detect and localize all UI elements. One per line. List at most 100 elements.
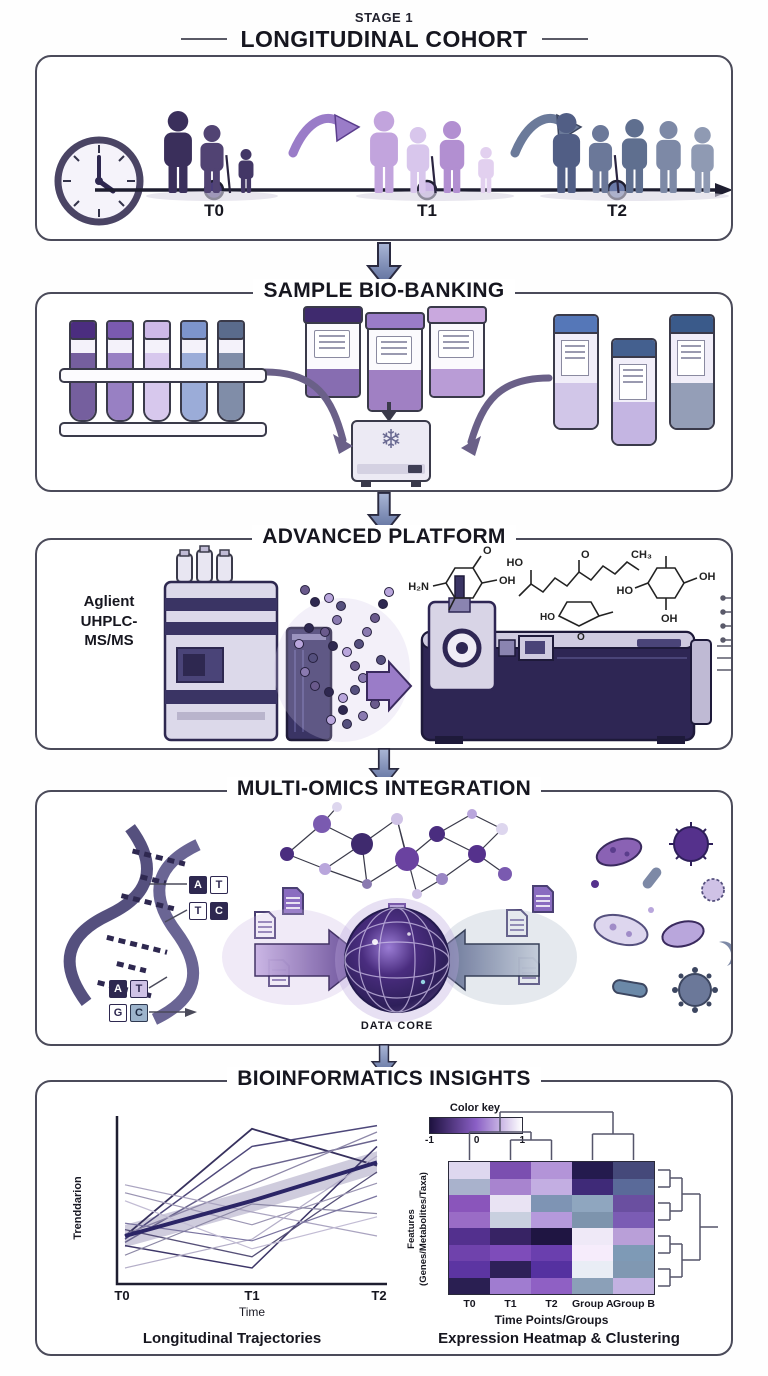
- rack-bar: [59, 368, 267, 383]
- heatmap-cell: [490, 1244, 531, 1261]
- panel-multi-omics-integration: MULTI-OMICS INTEGRATION: [35, 777, 733, 1046]
- heatmap-cell: [531, 1261, 572, 1278]
- molecule-bead: [342, 647, 352, 657]
- network-graph: [280, 802, 512, 899]
- heatmap-cell: [531, 1162, 572, 1179]
- heatmap-cell: [531, 1277, 572, 1294]
- microbes-illustration: [591, 822, 731, 1013]
- heatmap-cell: [490, 1178, 531, 1195]
- svg-text:HO: HO: [540, 612, 555, 623]
- sample-vial: [611, 338, 657, 446]
- heatmap-cell: [572, 1277, 613, 1294]
- base-pair-chip: T C: [189, 902, 228, 920]
- svg-text:HO: HO: [507, 557, 524, 569]
- svg-text:OH: OH: [699, 571, 716, 583]
- heatmap-cell: [572, 1261, 613, 1278]
- molecule-bead: [300, 667, 310, 677]
- data-core-label: DATA CORE: [360, 1020, 434, 1032]
- heatmap-cell: [490, 1277, 531, 1294]
- snowflake-icon: ❄: [380, 424, 402, 454]
- molecule-bead: [332, 615, 342, 625]
- stage-label: STAGE 1: [354, 10, 414, 25]
- person-figure: [691, 127, 714, 193]
- mass-spectrometer: [420, 575, 712, 744]
- heatmap-cell: [572, 1228, 613, 1245]
- heatmap-cell: [613, 1277, 654, 1294]
- detector-tower: [285, 626, 333, 742]
- heatmap-cell: [531, 1178, 572, 1195]
- chip-pointer-line: [148, 976, 168, 989]
- molecule-bead: [320, 627, 330, 637]
- svg-text:HO: HO: [617, 585, 634, 597]
- heatmap-cell: [449, 1178, 490, 1195]
- trajectory-line: [124, 1127, 378, 1237]
- document-icon: [506, 909, 528, 937]
- traj-xtick: T1: [244, 1288, 259, 1303]
- molecule-bead: [384, 587, 394, 597]
- molecule-bead: [310, 597, 320, 607]
- svg-text:H₂N: H₂N: [408, 581, 429, 593]
- document-icon: [532, 885, 554, 913]
- group-shadow: [539, 191, 730, 201]
- person-figure: [406, 127, 437, 194]
- traj-xtick: T0: [114, 1288, 129, 1303]
- cohort-group-t1: [355, 111, 515, 201]
- molecule-bead: [338, 693, 348, 703]
- heatmap-x-labels: T0 T1 T2 Group A Group B: [463, 1298, 655, 1310]
- molecule-bead: [378, 599, 388, 609]
- person-figure: [588, 125, 620, 194]
- molecule-bead: [308, 653, 318, 663]
- spray-arrow-icon: [366, 659, 413, 713]
- person-figure: [656, 121, 681, 193]
- cohort-group-t2: [539, 113, 730, 201]
- color-key-label: Color key: [449, 1102, 501, 1114]
- heatmap-cell: [613, 1261, 654, 1278]
- heatmap-cell: [531, 1195, 572, 1212]
- trajectories-caption: Longitudinal Trajectories: [142, 1330, 322, 1347]
- molecule-bead: [370, 613, 380, 623]
- molecule-bead: [324, 593, 334, 603]
- heatmap-cell: [449, 1211, 490, 1228]
- sample-vials: [553, 310, 717, 446]
- cane-icon: [613, 154, 620, 194]
- person-figure: [164, 111, 192, 193]
- rack-bar: [59, 422, 267, 437]
- cane-icon: [225, 154, 232, 194]
- molecule-bead: [338, 705, 348, 715]
- svg-text:OH: OH: [661, 613, 678, 625]
- heatmap-cell: [572, 1178, 613, 1195]
- group-shadow: [355, 191, 515, 201]
- svg-text:O: O: [483, 545, 492, 557]
- flow-arrow-icon: [366, 492, 402, 536]
- title-dash: [180, 38, 227, 41]
- molecule-bead: [294, 639, 304, 649]
- molecule-spray: [274, 585, 410, 742]
- molecule-bead: [354, 639, 364, 649]
- instrument-label: Aglient UHPLC- MS/MS: [80, 593, 138, 649]
- panel-title: BIOINFORMATICS INSIGHTS: [227, 1067, 541, 1091]
- panel-title: SAMPLE BIO-BANKING: [253, 279, 515, 303]
- svg-text:O: O: [581, 549, 590, 561]
- base-pair-chip: G C: [109, 1004, 148, 1022]
- heatmap-ylabel: Features (Genes/Metabolites/Taxa): [406, 1172, 429, 1286]
- sample-vial: [553, 314, 599, 430]
- svg-text:OH: OH: [499, 575, 516, 587]
- page-title: LONGITUDINAL COHORT: [0, 26, 768, 53]
- biobank-arrows: [261, 368, 553, 456]
- hplc-instrument: [163, 545, 279, 742]
- traj-xtick: T2: [371, 1288, 386, 1303]
- traj-ylabel: Trenddarion: [72, 1176, 84, 1240]
- heatmap-cell: [613, 1195, 654, 1212]
- trajectory-line: [124, 1200, 378, 1250]
- test-tube-rack: [59, 310, 267, 462]
- heatmap-cell: [490, 1261, 531, 1278]
- capillary-tubing: [717, 595, 731, 671]
- panel-sample-bio-banking: SAMPLE BIO-BANKING ❄: [35, 279, 733, 492]
- timeline-label-t1: T1: [417, 201, 437, 220]
- sample-jars: [303, 306, 487, 412]
- person-figure: [200, 125, 232, 194]
- molecule-bead: [362, 627, 372, 637]
- specimen-jar: [427, 306, 487, 398]
- clock-icon: [54, 136, 144, 226]
- omics-art: [63, 802, 731, 1025]
